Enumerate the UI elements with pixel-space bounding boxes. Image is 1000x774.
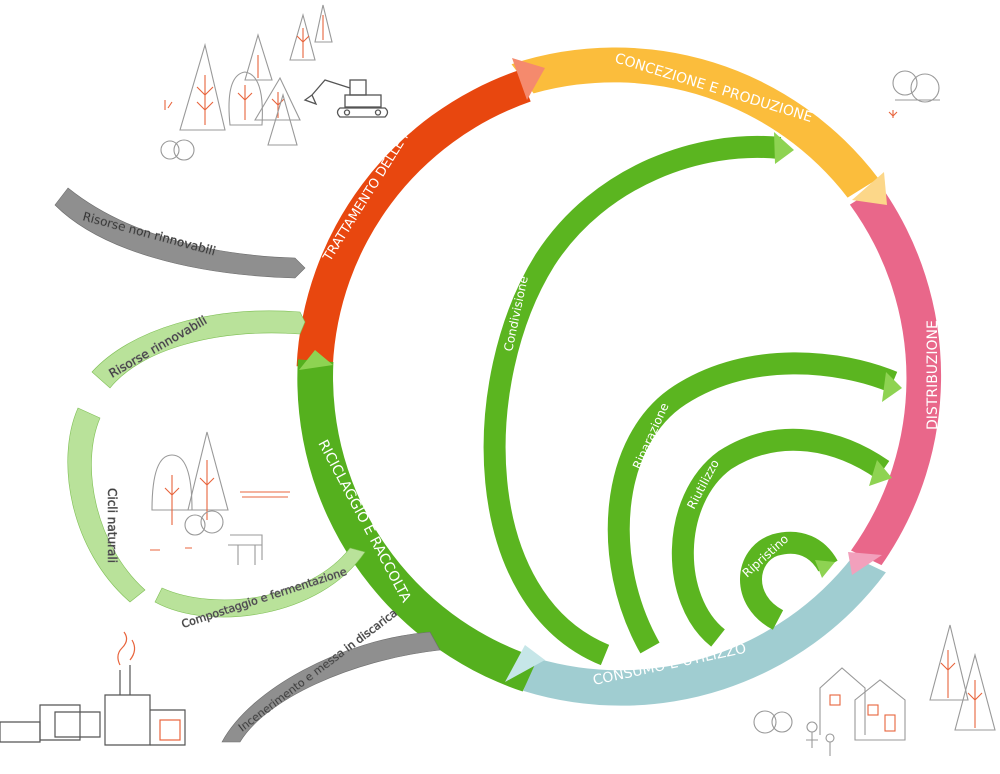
loop-tip-condivisione: [774, 132, 794, 164]
label-incenerimento: Incenerimento e messa in discarica: [236, 607, 400, 735]
stage-arc-distribuzione: [849, 185, 942, 566]
loop-riutilizzo: [671, 428, 890, 647]
label-cicli-naturali: Cicli naturali: [105, 488, 119, 563]
inner-loops: [483, 132, 902, 666]
label-distribuzione: DISTRIBUZIONE: [925, 320, 941, 430]
loop-riparazione: [607, 352, 898, 654]
flow-risorse-rinnovabili: [91, 310, 306, 389]
forest-illustration-middle: [150, 431, 290, 565]
flow-compostaggio: [154, 547, 366, 618]
factory-illustration: [0, 631, 186, 746]
label-trattamento: TRATTAMENTO DELLE MATERIE PRIME: [320, 48, 463, 265]
label-concezione: CONCEZIONE E PRODUZIONE: [613, 51, 814, 126]
arrow-tip-consumo: [848, 552, 882, 575]
flow-risorse-non-rinnovabili: [54, 187, 306, 279]
forest-illustration-top: [160, 4, 333, 161]
arrow-tip-concezione: [512, 58, 545, 100]
stage-arc-concezione: [511, 47, 879, 198]
stage-arc-riciclaggio: [297, 359, 538, 692]
label-compostaggio: Compostaggio e fermentazione: [180, 565, 349, 631]
main-cycle-ring: [296, 47, 942, 706]
arrow-tip-distribuzione: [852, 172, 887, 205]
loop-tip-riparazione: [882, 372, 902, 402]
stage-arc-consumo: [523, 556, 886, 706]
loop-tip-ripristino: [815, 560, 835, 578]
loop-condivisione: [483, 135, 782, 666]
house-illustration-bottom: [753, 624, 996, 756]
excavator-illustration: [303, 79, 389, 118]
loop-labels: Condivisione Riparazione Riutilizzo Ripr…: [501, 275, 791, 580]
label-risorse-rinnovabili: Risorse rinnovabili: [107, 313, 210, 380]
forest-illustration-right: [888, 70, 940, 118]
loop-tip-riutilizzo: [869, 460, 892, 486]
arrow-tip-riciclaggio: [505, 645, 545, 682]
arrow-tip-trattamento: [299, 350, 333, 370]
loop-ripristino: [740, 531, 838, 630]
flow-cicli-naturali: [67, 407, 146, 603]
external-flows: [54, 187, 441, 743]
stage-arc-trattamento: [296, 70, 531, 367]
